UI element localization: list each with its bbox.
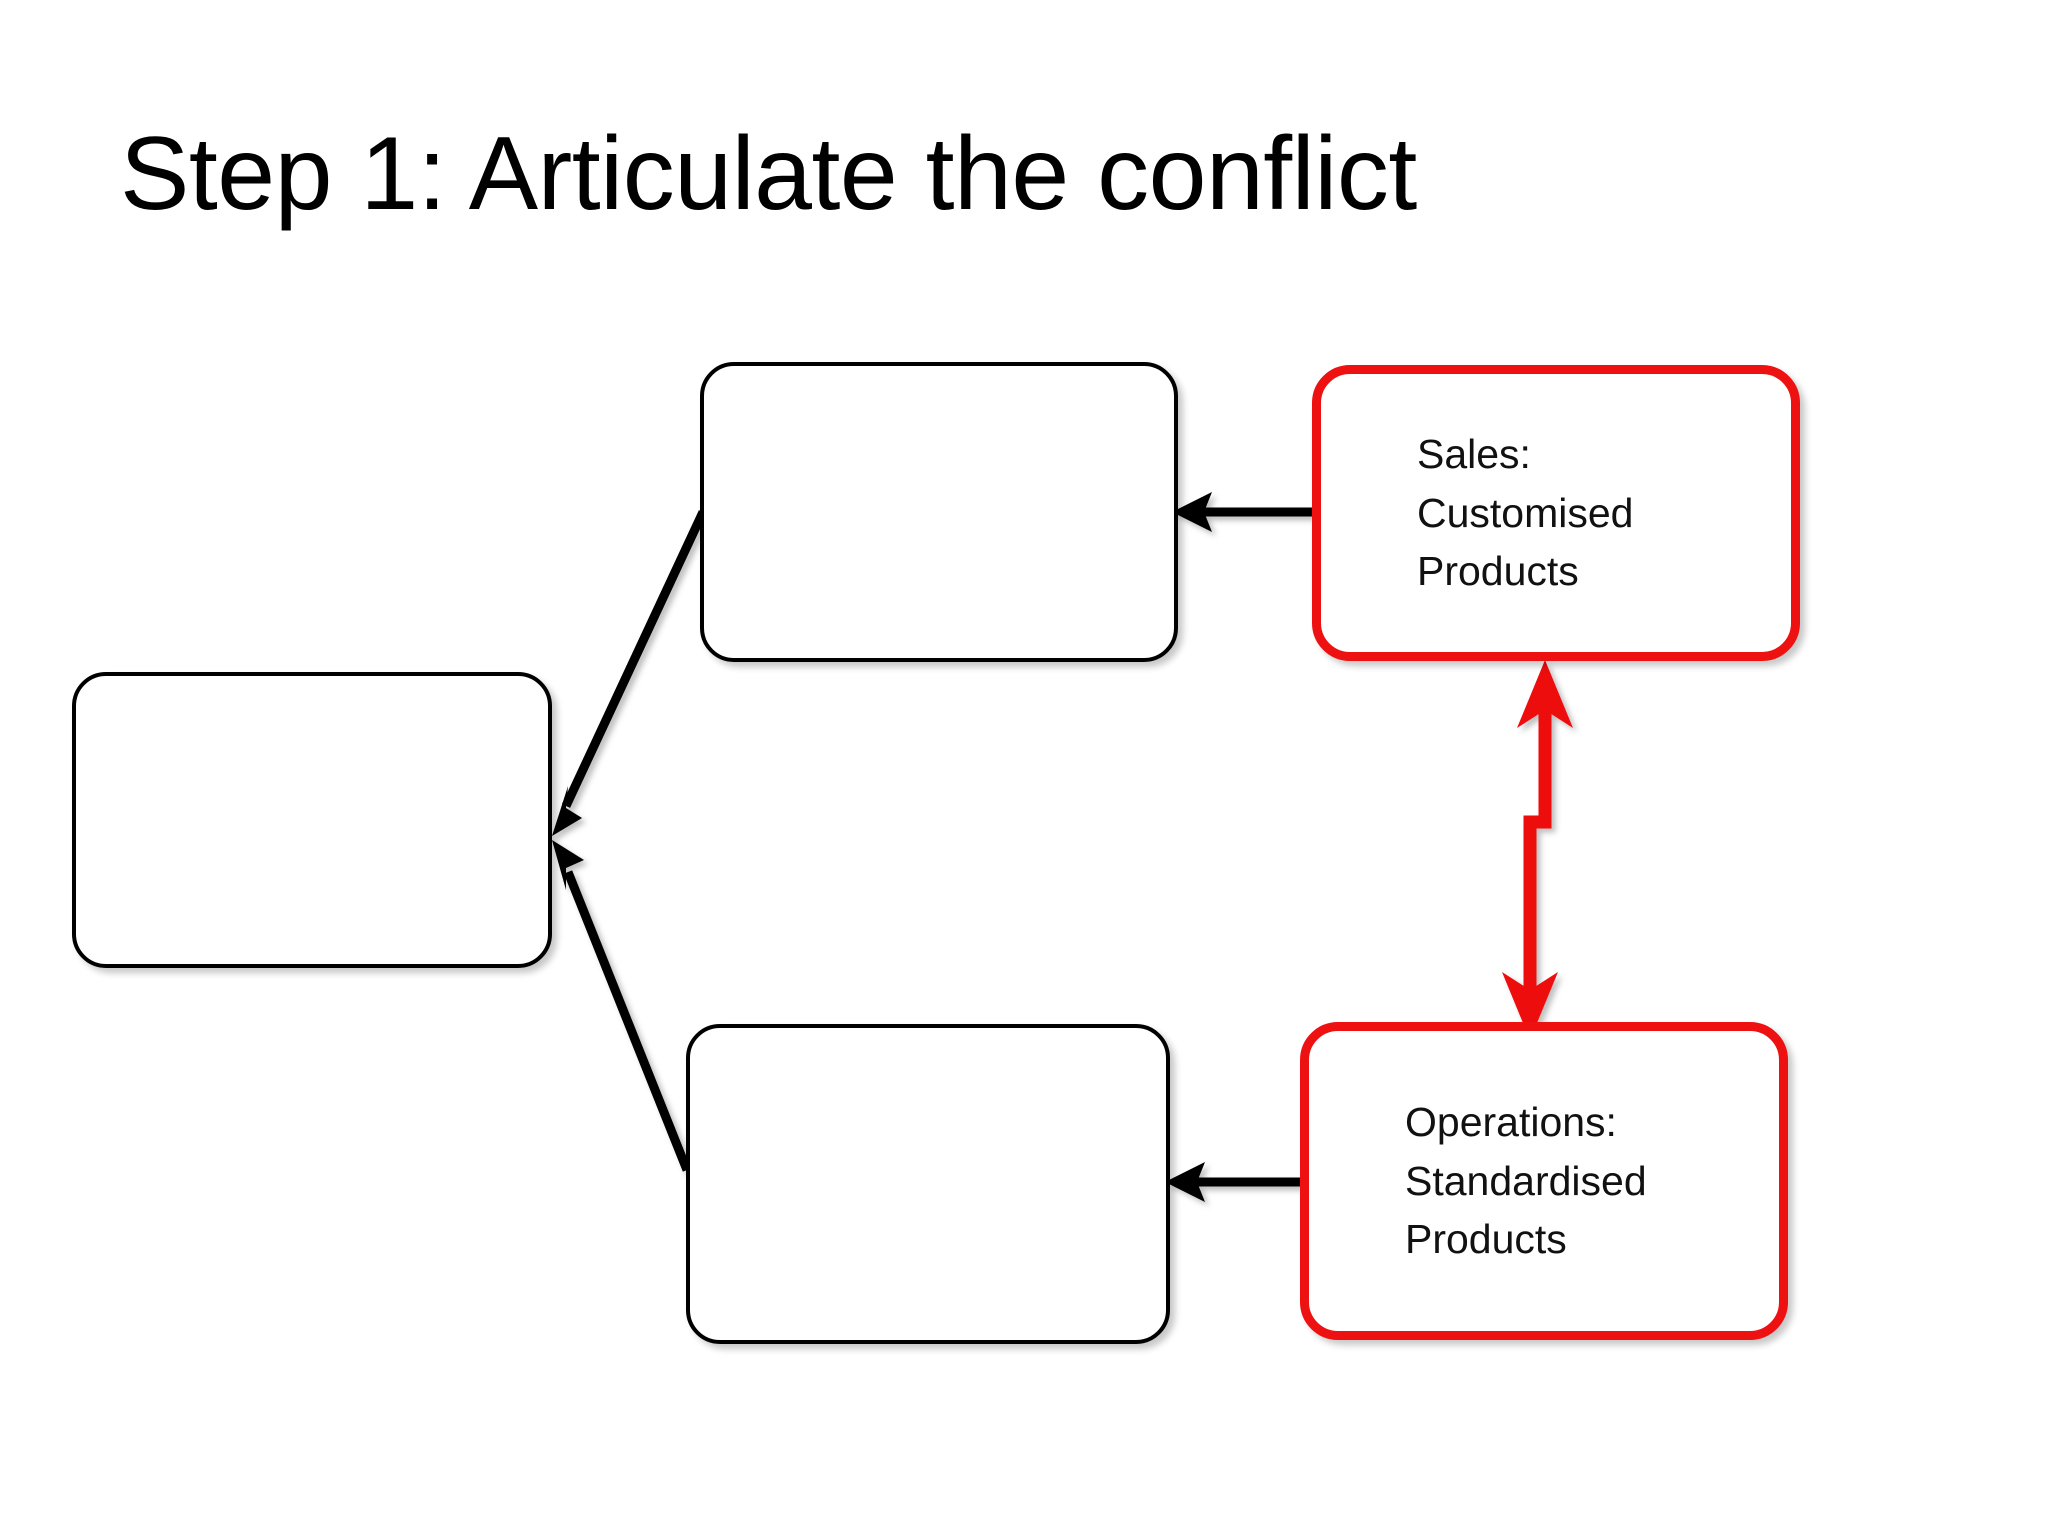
node-requirement-top[interactable] [700,362,1178,662]
node-prerequisite-sales[interactable]: Sales: Customised Products [1312,365,1800,661]
node-prerequisite-operations[interactable]: Operations: Standardised Products [1300,1022,1788,1340]
page-title: Step 1: Articulate the conflict [120,116,1417,232]
connector-top-diagonal-arrow [552,510,708,836]
node-objective[interactable] [72,672,552,968]
node-requirement-bottom[interactable] [686,1024,1170,1344]
connector-bottom-diagonal-arrow [552,840,692,1172]
connector-conflict-double-arrow [1502,660,1573,1040]
connector-bottom-horizontal-arrow [1165,1162,1300,1202]
node-prerequisite-sales-label: Sales: Customised Products [1417,431,1634,595]
connector-top-horizontal-arrow [1172,492,1312,532]
node-prerequisite-operations-label: Operations: Standardised Products [1405,1099,1647,1263]
